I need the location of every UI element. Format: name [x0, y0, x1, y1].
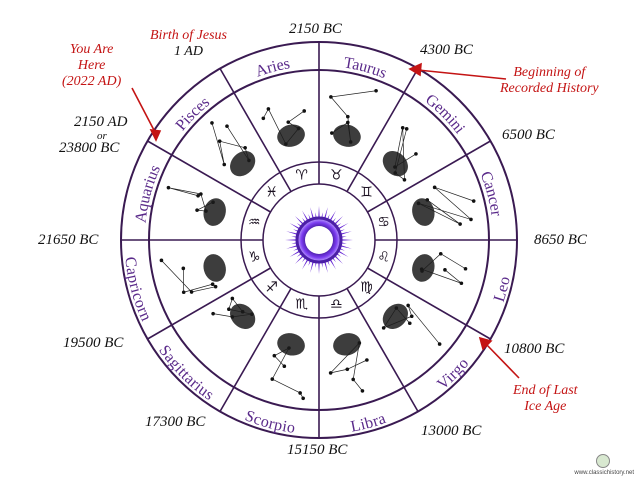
- here-line-2: Here: [77, 58, 106, 73]
- recorded-line-1: Beginning of: [513, 65, 586, 80]
- glyph-gemini-icon: ♊︎: [360, 185, 373, 201]
- glyph-aquarius-icon: ♒︎: [248, 215, 261, 231]
- glyph-leo-icon: ♌︎: [377, 249, 390, 265]
- constellation-virgo: [381, 303, 442, 346]
- sector-divider: [147, 140, 271, 213]
- birth-line-1: Birth of Jesus: [150, 28, 227, 43]
- recorded-history-arrowhead: [408, 62, 422, 77]
- constellation-capricorn: [159, 254, 226, 295]
- constellation-aquarius: [166, 185, 226, 226]
- constellation-figures: [159, 88, 476, 401]
- you-are-here-arrowhead: [149, 129, 162, 142]
- sector-dividers: [121, 42, 517, 438]
- constellation-cancer: [412, 185, 476, 226]
- date-aquarius-pisces-2: 23800 BC: [59, 140, 120, 156]
- constellation-taurus: [329, 88, 378, 147]
- glyph-taurus-icon: ♉︎: [330, 167, 343, 183]
- constellation-leo: [412, 251, 468, 286]
- ice-line-2: Ice Age: [524, 399, 567, 414]
- birth-of-jesus-annotation: Birth of Jesus 1 AD: [150, 28, 227, 60]
- glyph-cancer-icon: ♋︎: [377, 215, 390, 231]
- constellation-libra: [328, 333, 369, 393]
- sun-icon: [285, 206, 353, 274]
- recorded-history-arrow: [417, 69, 507, 80]
- sector-divider: [147, 267, 271, 340]
- glyph-aries-icon: ♈︎: [295, 167, 308, 183]
- date-left: 21650 BC: [38, 232, 99, 248]
- here-line-1: You Are: [69, 42, 114, 57]
- constellation-pisces: [210, 121, 256, 177]
- annotation-arrows: [131, 62, 520, 379]
- constellation-gemini: [382, 125, 418, 182]
- sign-name-aquarius: Aquarius: [132, 163, 163, 224]
- sector-divider: [346, 68, 419, 192]
- ice-age-arrow: [484, 342, 520, 379]
- glyph-sagittarius-icon: ♐︎: [265, 279, 278, 295]
- glyph-capricorn-icon: ♑︎: [248, 249, 261, 265]
- sector-divider: [219, 288, 292, 412]
- sector-divider: [219, 68, 292, 192]
- sign-name-cancer: Cancer: [477, 169, 505, 218]
- date-right: 8650 BC: [534, 232, 587, 248]
- sign-name-capricorn: Capricorn: [121, 256, 154, 324]
- watermark: www.classichistory.net: [574, 470, 634, 476]
- birth-line-2: 1 AD: [174, 44, 203, 59]
- sign-name-sagittarius: Sagittarius: [155, 342, 216, 403]
- you-are-here-arrow: [131, 87, 157, 135]
- date-leo-virgo: 10800 BC: [504, 341, 565, 357]
- date-sag-cap: 19500 BC: [63, 335, 124, 351]
- glyph-pisces-icon: ♓︎: [265, 185, 278, 201]
- sector-divider: [346, 288, 419, 412]
- date-taurus-gemini: 4300 BC: [420, 42, 473, 58]
- date-scorpio-sag: 17300 BC: [145, 414, 206, 430]
- sign-glyphs: ♈︎ ♉︎ ♊︎♋︎ ♌︎♍︎ ♎︎ ♏︎ ♐︎♑︎ ♒︎♓︎: [248, 167, 390, 312]
- date-aquarius-pisces-1: 2150 AD: [74, 114, 128, 130]
- ice-line-1: End of Last: [513, 383, 578, 398]
- recorded-history-annotation: Beginning of Recorded History: [500, 65, 599, 97]
- sector-divider: [367, 267, 491, 340]
- date-aquarius-pisces-or: or: [97, 130, 107, 142]
- date-gemini-cancer: 6500 BC: [502, 127, 555, 143]
- sign-name-taurus: Taurus: [343, 54, 389, 82]
- glyph-virgo-icon: ♍︎: [360, 279, 373, 295]
- sign-name-leo: Leo: [491, 275, 514, 304]
- sign-name-gemini: Gemini: [422, 91, 468, 137]
- site-logo-icon: [596, 454, 610, 468]
- you-are-here-annotation: You Are Here (2022 AD): [62, 42, 121, 90]
- glyph-libra-icon: ♎︎: [330, 297, 343, 313]
- recorded-line-2: Recorded History: [500, 81, 599, 96]
- ice-age-annotation: End of Last Ice Age: [513, 383, 578, 415]
- constellation-sagittarius: [211, 296, 256, 329]
- constellation-aries: [261, 107, 307, 147]
- date-virgo-libra: 13000 BC: [421, 423, 482, 439]
- ice-age-arrowhead: [478, 336, 493, 351]
- glyph-scorpio-icon: ♏︎: [295, 297, 308, 313]
- date-top: 2150 BC: [289, 21, 342, 37]
- here-line-3: (2022 AD): [62, 74, 122, 89]
- date-bottom: 15150 BC: [287, 442, 348, 458]
- sector-divider: [367, 140, 491, 213]
- constellation-scorpio: [270, 333, 305, 401]
- sign-name-libra: Libra: [349, 410, 388, 436]
